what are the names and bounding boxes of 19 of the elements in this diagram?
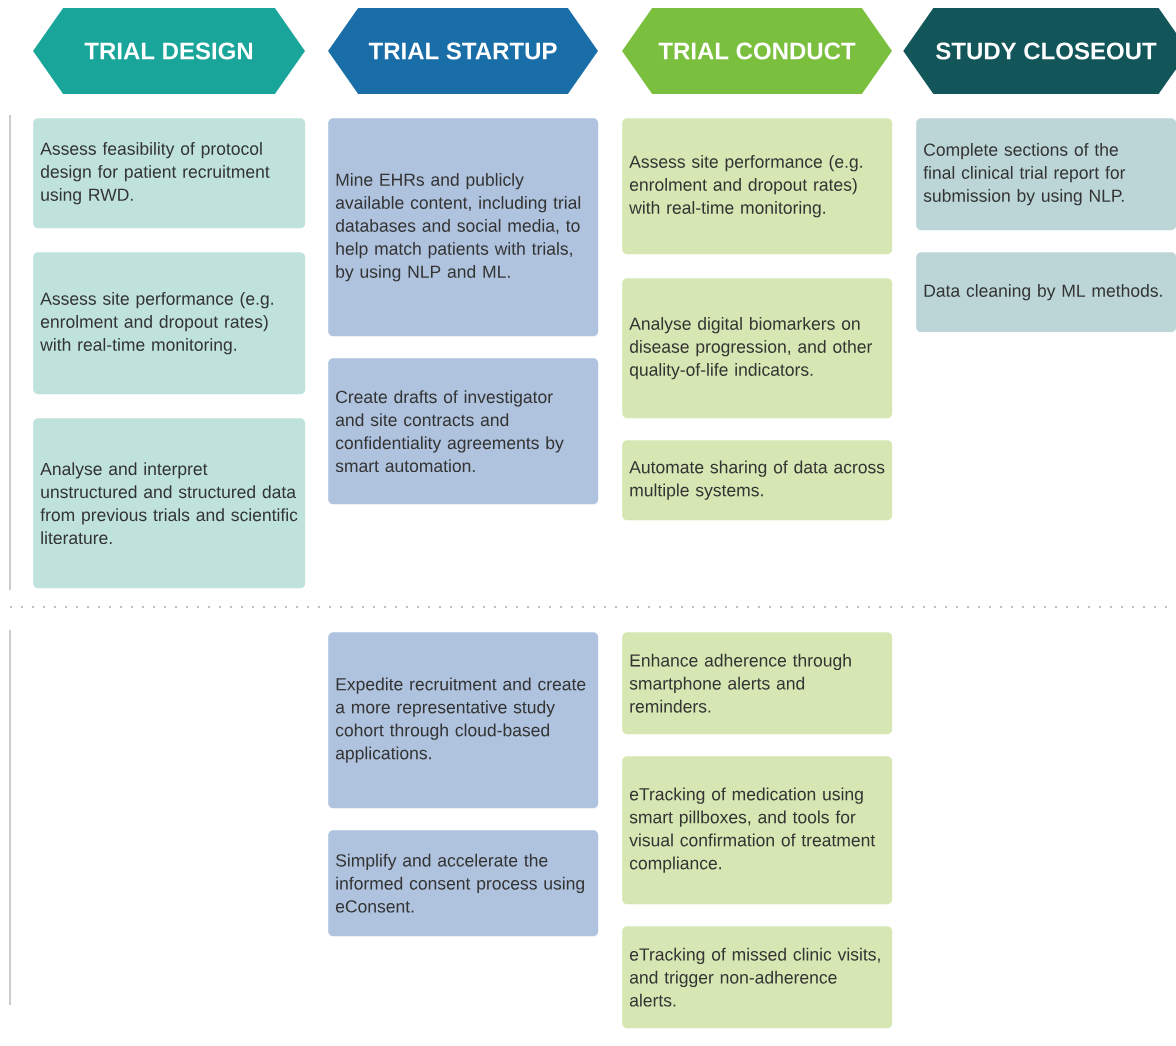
task-box: Expedite recruitment and create a more representative study cohort through cloud-based applications. bbox=[328, 632, 599, 809]
task-box: Assess site performance (e.g. enrolment and dropout rates) with real-time monitoring. bbox=[622, 118, 893, 255]
task-box: Complete sections of the final clinical trial report for submission by using NLP. bbox=[916, 118, 1176, 231]
task-box: Analyse digital biomarkers on disease progression, and other quality-of-life indicators. bbox=[622, 278, 893, 419]
task-box: Assess feasibility of protocol design for patient recruitment using RWD. bbox=[33, 118, 306, 229]
task-box: Data cleaning by ML methods. bbox=[916, 252, 1176, 333]
task-box: Create drafts of investigator and site contracts and confidentiality agreements by smart automation. bbox=[328, 358, 599, 505]
task-box: eTracking of missed clinic visits, and trigger non-adherence alerts. bbox=[622, 926, 893, 1029]
task-box: Mine EHRs and publicly available content, including trial databases and social media, to help match patients with trials, by using NLP and ML. bbox=[328, 118, 599, 337]
task-box: Automate sharing of data across multiple systems. bbox=[622, 440, 893, 521]
phase-header: STUDY CLOSEOUT bbox=[903, 8, 1176, 94]
phase-header: TRIAL DESIGN bbox=[33, 8, 305, 94]
task-box: eTracking of medication using smart pillboxes, and tools for visual confirmation of treatment compliance. bbox=[622, 756, 893, 905]
task-box: Assess site performance (e.g. enrolment and dropout rates) with real-time monitoring. bbox=[33, 252, 306, 395]
task-box: Analyse and interpret unstructured and structured data from previous trials and scientific literature. bbox=[33, 418, 306, 589]
phase-header: TRIAL STARTUP bbox=[328, 8, 598, 94]
task-box: Simplify and accelerate the informed consent process using eConsent. bbox=[328, 830, 599, 937]
task-box: Enhance adherence through smartphone alerts and reminders. bbox=[622, 632, 893, 735]
phase-header: TRIAL CONDUCT bbox=[622, 8, 892, 94]
